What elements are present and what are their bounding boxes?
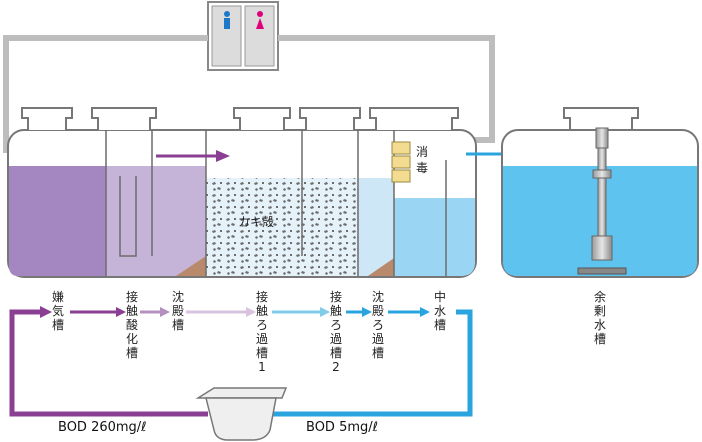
stage-label-filter2: 接触ろ過槽2 bbox=[329, 290, 342, 374]
internal-flow-arrow bbox=[156, 150, 230, 162]
process-flow-arrows bbox=[70, 307, 430, 317]
tank-hatches bbox=[21, 107, 459, 130]
stage-label-filter1: 接触ろ過槽1 bbox=[255, 290, 268, 374]
recycle-loop bbox=[9, 309, 473, 417]
bod-outflow-label: BOD 5mg/ℓ bbox=[306, 420, 379, 435]
toilet-icon bbox=[207, 1, 279, 71]
stage-label-anaerobic: 嫌気槽 bbox=[51, 290, 64, 332]
disinfection-tablets bbox=[391, 141, 411, 183]
stage-label-settling-filter: 沈殿ろ過槽 bbox=[371, 290, 384, 360]
bod-inflow-label: BOD 260mg/ℓ bbox=[58, 420, 147, 435]
disinfection-label: 消毒 bbox=[416, 145, 429, 175]
toilet-bowl-icon bbox=[195, 387, 288, 441]
stage-label-aeration: 接触酸化槽 bbox=[125, 290, 138, 360]
chamber-fills bbox=[9, 166, 475, 276]
recycle-arrowheads bbox=[40, 306, 52, 318]
oyster-shell-label: カキ殻 bbox=[238, 215, 275, 229]
surplus-tank-label: 余剰水槽 bbox=[593, 290, 606, 346]
stage-label-middle-water: 中水槽 bbox=[433, 290, 446, 332]
stage-label-settling: 沈殿槽 bbox=[171, 290, 184, 332]
pump-icon bbox=[577, 127, 627, 275]
